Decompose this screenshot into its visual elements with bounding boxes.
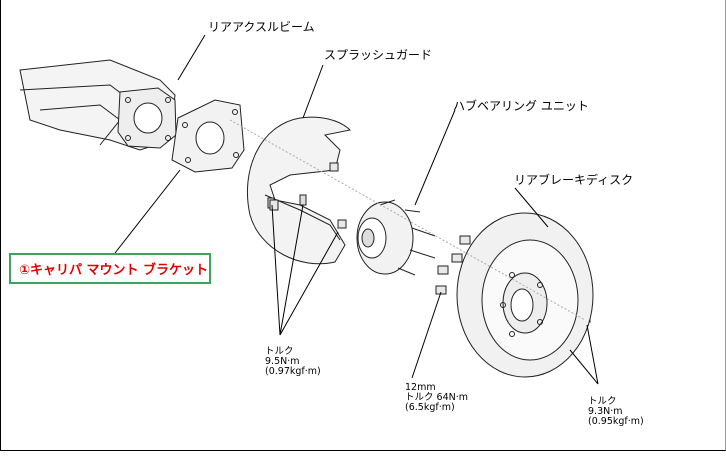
callout-text: ①キャリパ マウント ブラケット (19, 263, 209, 278)
rear-brake-disc-part (456, 212, 594, 378)
label-rear-axle-beam: リアアクスルビーム (208, 20, 315, 34)
torque-value: トルク 64N·m (405, 392, 468, 403)
torque-value: 9.3N·m (588, 406, 623, 417)
bolt-size: 12mm (405, 382, 436, 393)
splash-guard-part (246, 116, 352, 265)
torque-value: 9.5N·m (265, 356, 300, 367)
rear-axle-beam-part (19, 59, 177, 151)
torque-alt-value: (6.5kgf·m) (405, 402, 455, 413)
caliper-mount-bracket-part (171, 99, 245, 173)
torque-alt-value: (0.95kgf·m) (588, 416, 644, 427)
torque-title: トルク (265, 346, 294, 357)
torque-alt-value: (0.97kgf·m) (265, 366, 321, 377)
hub-bearing-unit-part (356, 199, 436, 276)
leader-lines (114, 34, 599, 385)
label-splash-guard: スプラッシュガード (324, 48, 433, 62)
label-hub-bearing-unit: ハブベアリング ユニット (453, 99, 589, 113)
caliper-bracket-callout[interactable]: ①キャリパ マウント ブラケット (9, 253, 211, 284)
torque-title: トルク (588, 396, 617, 407)
label-rear-brake-disc: リアブレーキディスク (514, 173, 634, 187)
